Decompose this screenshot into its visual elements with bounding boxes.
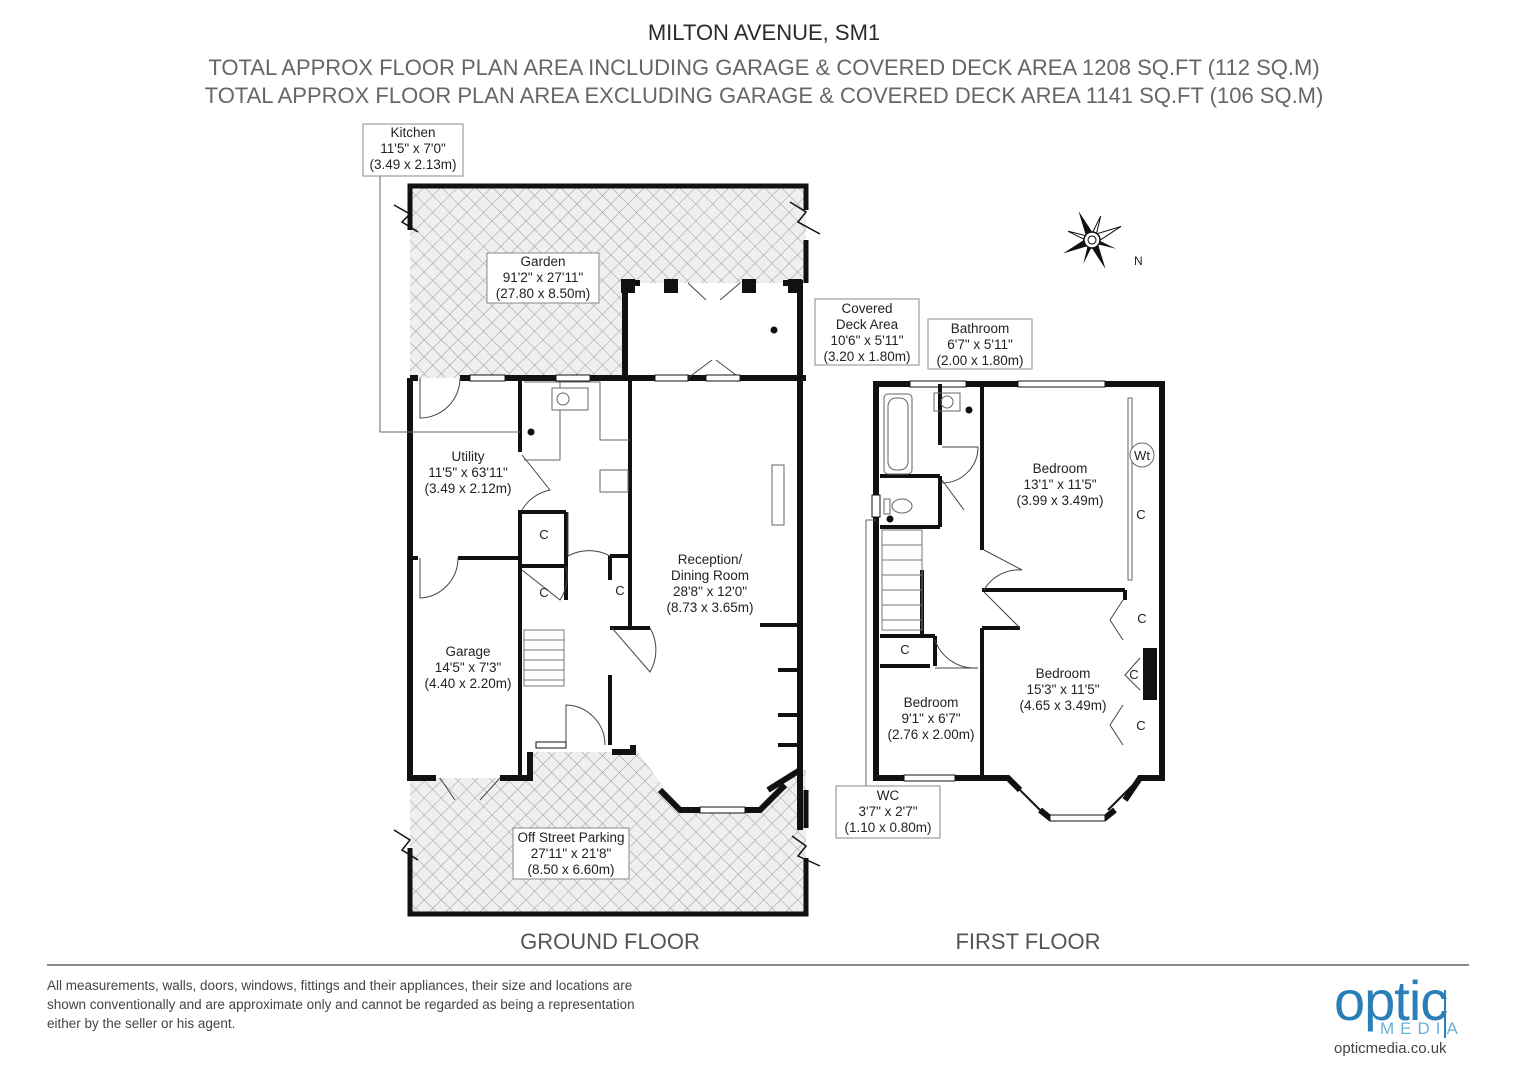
logo-media-text: MEDIA bbox=[1380, 1019, 1464, 1038]
parking-name: Off Street Parking bbox=[517, 830, 624, 845]
bedroom1-metric: (3.99 x 3.49m) bbox=[1016, 493, 1103, 508]
deck-name-2: Deck Area bbox=[836, 317, 899, 332]
deck-metric: (3.20 x 1.80m) bbox=[823, 349, 910, 364]
wc-imperial: 3'7" x 2'7" bbox=[858, 804, 917, 819]
ground-floor: Kitchen 11'5" x 7'0" (3.49 x 2.13m) Gard… bbox=[362, 123, 821, 954]
plan-title: MILTON AVENUE, SM1 bbox=[647, 20, 881, 45]
first-floor-label: FIRST FLOOR bbox=[955, 929, 1100, 954]
kitchen-fittings bbox=[524, 381, 785, 526]
area-including-garage: TOTAL APPROX FLOOR PLAN AREA INCLUDING G… bbox=[208, 55, 1320, 80]
cupboard-label: C bbox=[539, 585, 548, 600]
reception-metric: (8.73 x 3.65m) bbox=[666, 600, 753, 615]
compass-icon bbox=[1062, 210, 1122, 270]
bedroom2-metric: (4.65 x 3.49m) bbox=[1019, 698, 1106, 713]
kitchen-imperial: 11'5" x 7'0" bbox=[380, 141, 446, 156]
garage-imperial: 14'5" x 7'3" bbox=[435, 660, 502, 675]
stairs-first bbox=[881, 529, 923, 631]
bedroom3-metric: (2.76 x 2.00m) bbox=[887, 727, 974, 742]
utility-name: Utility bbox=[452, 449, 485, 464]
reception-name-1: Reception/ bbox=[678, 552, 743, 567]
cupboard-label: C bbox=[1136, 507, 1145, 522]
cupboard-label: C bbox=[1136, 718, 1145, 733]
disclaimer-line: either by the seller or his agent. bbox=[47, 1016, 236, 1031]
north-label: N bbox=[1134, 254, 1143, 268]
parking-imperial: 27'11" x 21'8" bbox=[531, 846, 612, 861]
footer-divider bbox=[47, 964, 1469, 966]
bathroom-name: Bathroom bbox=[951, 321, 1010, 336]
cupboard-label: C bbox=[900, 642, 909, 657]
parking-metric: (8.50 x 6.60m) bbox=[527, 862, 614, 877]
garage-metric: (4.40 x 2.20m) bbox=[424, 676, 511, 691]
deck-posts bbox=[621, 279, 802, 293]
disclaimer-line: All measurements, walls, doors, windows,… bbox=[47, 978, 633, 993]
utility-imperial: 11'5" x 63'11" bbox=[428, 465, 508, 480]
ground-floor-label: GROUND FLOOR bbox=[520, 929, 700, 954]
cupboard-label: C bbox=[539, 527, 548, 542]
bathroom-fittings bbox=[883, 392, 1133, 581]
bedroom1-imperial: 13'1" x 11'5" bbox=[1023, 477, 1096, 492]
water-tank-label: Wt bbox=[1134, 448, 1150, 463]
deck-imperial: 10'6" x 5'11" bbox=[830, 333, 903, 348]
windows-first bbox=[871, 380, 1106, 822]
bedroom2-imperial: 15'3" x 11'5" bbox=[1026, 682, 1099, 697]
utility-metric: (3.49 x 2.12m) bbox=[424, 481, 511, 496]
cupboard-label: C bbox=[1129, 667, 1138, 682]
disclaimer-line: shown conventionally and are approximate… bbox=[47, 997, 635, 1012]
first-floor: Wt Bathroom 6'7" x 5'11" (2.00 x 1.80m) … bbox=[835, 318, 1165, 954]
logo-bar bbox=[1444, 990, 1446, 1038]
logo-url[interactable]: opticmedia.co.uk bbox=[1334, 1040, 1447, 1057]
windows-ground bbox=[469, 374, 746, 814]
bedroom3-name: Bedroom bbox=[904, 695, 959, 710]
cupboard-label: C bbox=[1137, 611, 1146, 626]
wc-metric: (1.10 x 0.80m) bbox=[844, 820, 931, 835]
kitchen-metric: (3.49 x 2.13m) bbox=[369, 157, 456, 172]
garden-metric: (27.80 x 8.50m) bbox=[496, 286, 591, 301]
reception-imperial: 28'8" x 12'0" bbox=[673, 584, 747, 599]
wc-name: WC bbox=[877, 788, 900, 803]
optic-media-logo: optic bbox=[1334, 969, 1448, 1032]
doors-first bbox=[934, 446, 1141, 746]
garden-name: Garden bbox=[520, 254, 565, 269]
house-walls-first bbox=[873, 381, 1165, 821]
bedroom2-name: Bedroom bbox=[1036, 666, 1091, 681]
bedroom1-name: Bedroom bbox=[1033, 461, 1088, 476]
kitchen-name: Kitchen bbox=[390, 125, 435, 140]
deck-name-1: Covered bbox=[841, 301, 892, 316]
garden-area bbox=[410, 186, 806, 378]
garage-name: Garage bbox=[445, 644, 490, 659]
disclaimer: All measurements, walls, doors, windows,… bbox=[47, 976, 747, 1033]
stairs-ground bbox=[523, 629, 565, 687]
garden-imperial: 91'2" x 27'11" bbox=[503, 270, 584, 285]
cupboard-label: C bbox=[615, 583, 624, 598]
area-excluding-garage: TOTAL APPROX FLOOR PLAN AREA EXCLUDING G… bbox=[204, 83, 1324, 108]
water-tank-symbol bbox=[1129, 442, 1155, 468]
doors-ground bbox=[419, 282, 741, 801]
bedroom3-imperial: 9'1" x 6'7" bbox=[901, 711, 960, 726]
boundary-walls bbox=[407, 183, 809, 917]
reception-name-2: Dining Room bbox=[671, 568, 749, 583]
bathroom-metric: (2.00 x 1.80m) bbox=[936, 353, 1023, 368]
bathroom-imperial: 6'7" x 5'11" bbox=[947, 337, 1013, 352]
